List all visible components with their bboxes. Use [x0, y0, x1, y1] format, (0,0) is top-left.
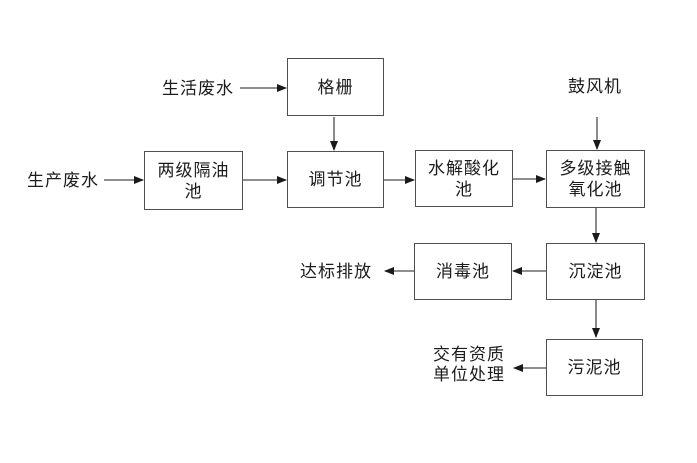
node-disinfection-tank: 消毒池 [414, 243, 512, 300]
node-disinfection-tank-label: 消毒池 [436, 262, 490, 281]
label-qualified-unit-disposal: 交有资质 单位处理 [433, 345, 505, 384]
label-blower: 鼓风机 [568, 77, 622, 96]
node-oil-separation: 两级隔油池 [144, 151, 243, 210]
node-hydrolysis-acidification-tank: 水解酸化池 [415, 150, 513, 207]
label-domestic-wastewater: 生活废水 [162, 79, 234, 98]
node-grille: 格栅 [287, 58, 384, 116]
node-oil-separation-label: 两级隔油池 [157, 160, 230, 201]
label-industrial-wastewater: 生产废水 [27, 171, 99, 190]
node-sedimentation-tank-label: 沉淀池 [568, 262, 623, 281]
node-contact-oxidation-tank-label: 多级接触氧化池 [559, 159, 632, 199]
node-sludge-tank: 污泥池 [546, 339, 643, 396]
node-regulating-tank: 调节池 [287, 151, 384, 208]
node-regulating-tank-label: 调节池 [308, 170, 363, 189]
node-hydrolysis-acidification-tank-label: 水解酸化池 [428, 158, 500, 199]
node-grille-label: 格栅 [317, 77, 354, 97]
label-compliant-discharge: 达标排放 [300, 262, 372, 281]
node-contact-oxidation-tank: 多级接触氧化池 [546, 150, 645, 208]
node-sludge-tank-label: 污泥池 [567, 358, 622, 377]
node-sedimentation-tank: 沉淀池 [546, 243, 645, 300]
